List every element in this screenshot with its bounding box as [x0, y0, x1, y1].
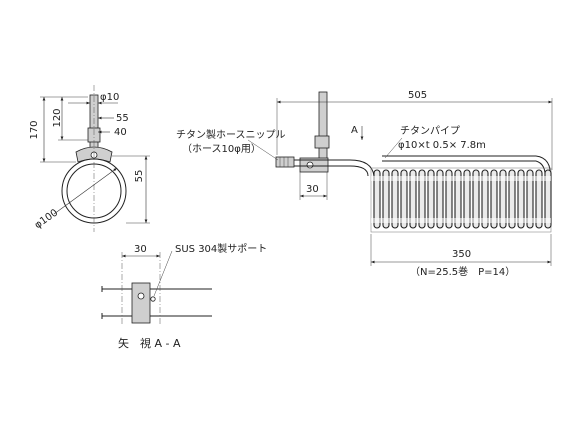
side-view: 505 A チタン製ホースニップル （ホース10φ用） チタンパイプ φ10×t… — [176, 90, 553, 278]
hose-nipple — [275, 156, 295, 168]
view-aa-caption: 矢 視 A - A — [118, 336, 181, 350]
sus-support-label: SUS 304製サポート — [175, 242, 267, 255]
dim-phi10-label: φ10 — [100, 92, 119, 103]
dim-505-label: 505 — [408, 90, 427, 101]
view-a-a: 30 SUS 304製サポート 矢 視 A - A — [101, 242, 267, 350]
dim-phi100-label: φ100 — [33, 207, 60, 231]
pipe-label: チタンパイプ — [400, 125, 460, 137]
dim-55-top-label: 55 — [116, 113, 129, 124]
dim-55-side-label: 55 — [134, 170, 145, 183]
side-dim-30-label: 30 — [306, 184, 319, 195]
front-view: 170 120 φ10 55 40 55 φ100 — [29, 85, 150, 232]
sus-support — [131, 282, 151, 324]
pipe-spec-label: φ10×t 0.5× 7.8m — [398, 140, 486, 151]
dim-40-label: 40 — [114, 127, 127, 138]
nipple-sub-label: （ホース10φ用） — [182, 143, 261, 155]
dim-170-label: 170 — [29, 120, 40, 139]
view-aa-dim-30-label: 30 — [134, 244, 147, 255]
titanium-coil — [370, 167, 552, 233]
turns-label: （N=25.5巻 P=14） — [410, 266, 515, 278]
nipple-label: チタン製ホースニップル — [176, 128, 286, 141]
section-a-label: A — [351, 125, 358, 136]
dim-120-label: 120 — [52, 108, 63, 127]
dim-350-label: 350 — [452, 249, 471, 260]
